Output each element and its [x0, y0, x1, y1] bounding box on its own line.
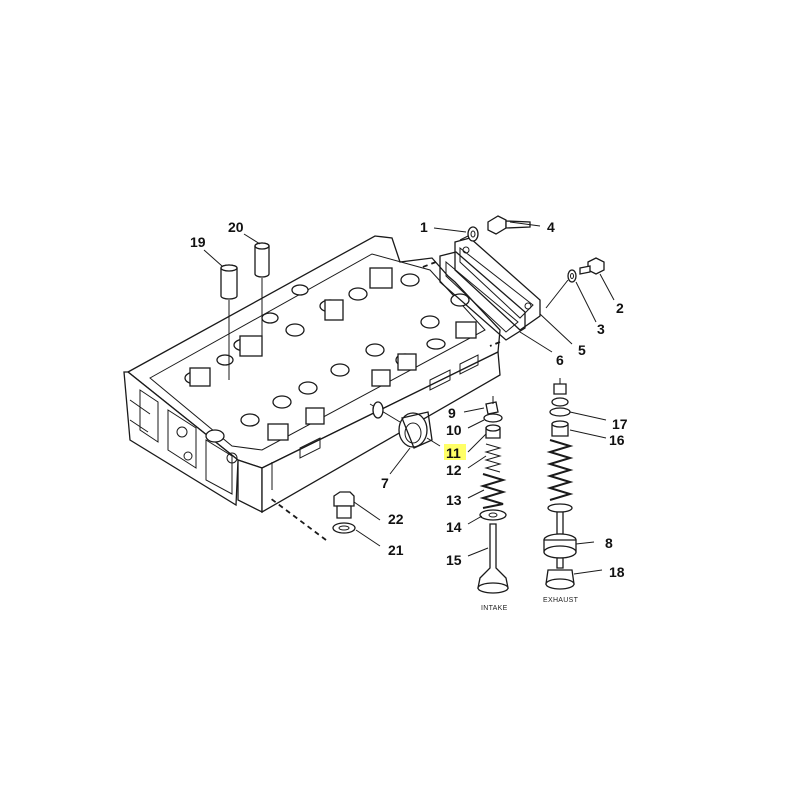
gasket — [439, 251, 526, 341]
callout-15: 15 — [446, 552, 462, 568]
callout-6: 6 — [556, 352, 564, 368]
callout-20: 20 — [228, 219, 244, 235]
callout-4: 4 — [547, 219, 555, 235]
exhaust-valve-stack — [543, 378, 577, 590]
head-top-features — [184, 267, 477, 443]
plug-22 — [333, 491, 355, 519]
callout-8: 8 — [605, 535, 613, 551]
intake-label: INTAKE — [481, 605, 508, 612]
callout-11: 11 — [446, 445, 461, 461]
sleeve-20 — [254, 242, 270, 355]
callout-17: 17 — [612, 416, 628, 432]
callout-22: 22 — [388, 511, 404, 527]
cylinder-head — [123, 235, 501, 514]
cap-screw-4 — [487, 215, 531, 235]
callout-10: 10 — [446, 422, 462, 438]
washer-1 — [467, 226, 479, 242]
washer-21 — [332, 522, 356, 534]
seal-7 — [369, 401, 441, 449]
callout-16: 16 — [609, 432, 625, 448]
callout-5: 5 — [578, 342, 586, 358]
callout-3: 3 — [597, 321, 605, 337]
callout-14: 14 — [446, 519, 462, 535]
callout-19: 19 — [190, 234, 206, 250]
leader-lines — [353, 221, 615, 575]
callout-11-highlight — [444, 444, 466, 460]
callout-9: 9 — [448, 405, 456, 421]
callout-numbers: 1 2 3 4 5 6 7 8 9 10 11 12 13 14 15 16 1… — [190, 219, 628, 580]
sleeve-19 — [220, 264, 238, 380]
exhaust-label: EXHAUST — [543, 597, 579, 604]
callout-21: 21 — [388, 542, 404, 558]
washer-3 — [567, 269, 577, 283]
intake-valve-stack — [477, 396, 509, 594]
callout-7: 7 — [381, 475, 389, 491]
callout-2: 2 — [616, 300, 624, 316]
callout-18: 18 — [609, 564, 625, 580]
callout-1: 1 — [420, 219, 428, 235]
screw-2 — [579, 257, 605, 275]
callout-13: 13 — [446, 492, 462, 508]
callout-12: 12 — [446, 462, 462, 478]
